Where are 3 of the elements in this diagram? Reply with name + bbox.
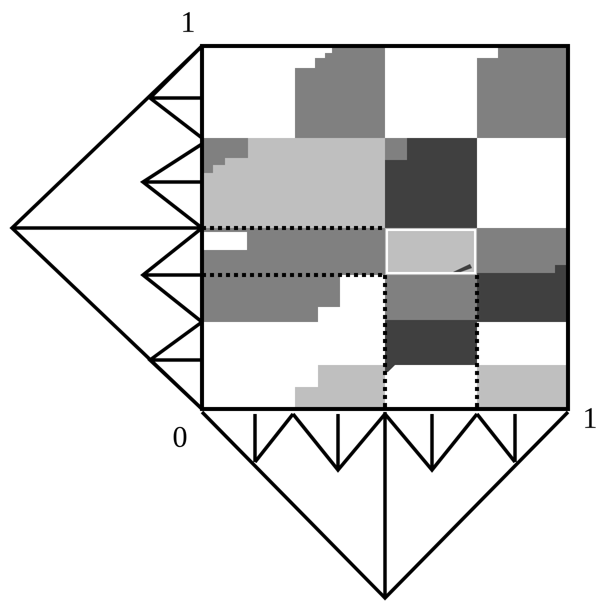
axis-label: 1 [585,408,596,428]
axis-label: 0 [174,426,186,448]
axis-label: 1 [183,12,194,32]
